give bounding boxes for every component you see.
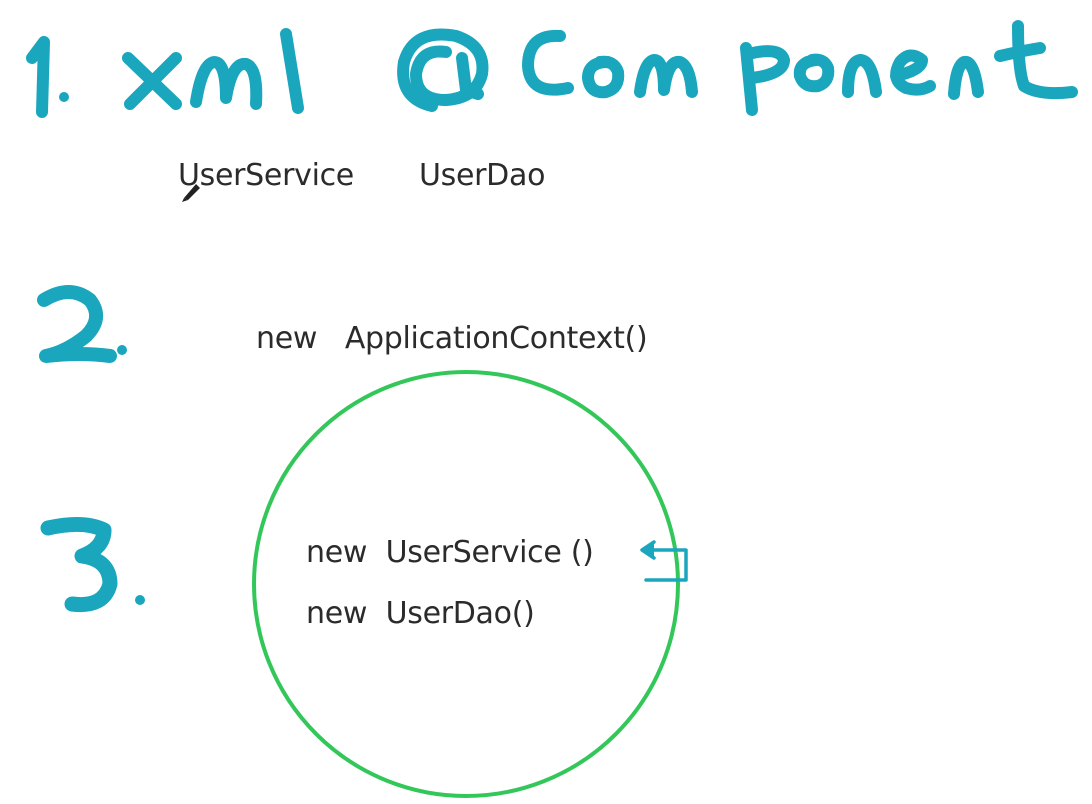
application-context-statement: new ApplicationContext() <box>256 321 648 356</box>
class-label-userservice: UserService <box>178 158 354 193</box>
new-userservice-statement: new UserService () <box>306 535 594 570</box>
step3-number-handwriting <box>40 517 145 613</box>
xml-handwriting <box>122 28 304 114</box>
container-circle <box>252 370 680 798</box>
new-userdao-statement: new UserDao() <box>306 596 535 631</box>
step1-number-handwriting <box>26 36 69 118</box>
return-arrow-icon <box>640 540 688 582</box>
step2-number-handwriting <box>37 285 127 363</box>
component-handwriting <box>397 20 1078 116</box>
step1-heading-handwriting <box>26 20 1078 118</box>
class-label-userdao: UserDao <box>419 158 546 193</box>
pen-cursor-icon <box>182 184 200 202</box>
